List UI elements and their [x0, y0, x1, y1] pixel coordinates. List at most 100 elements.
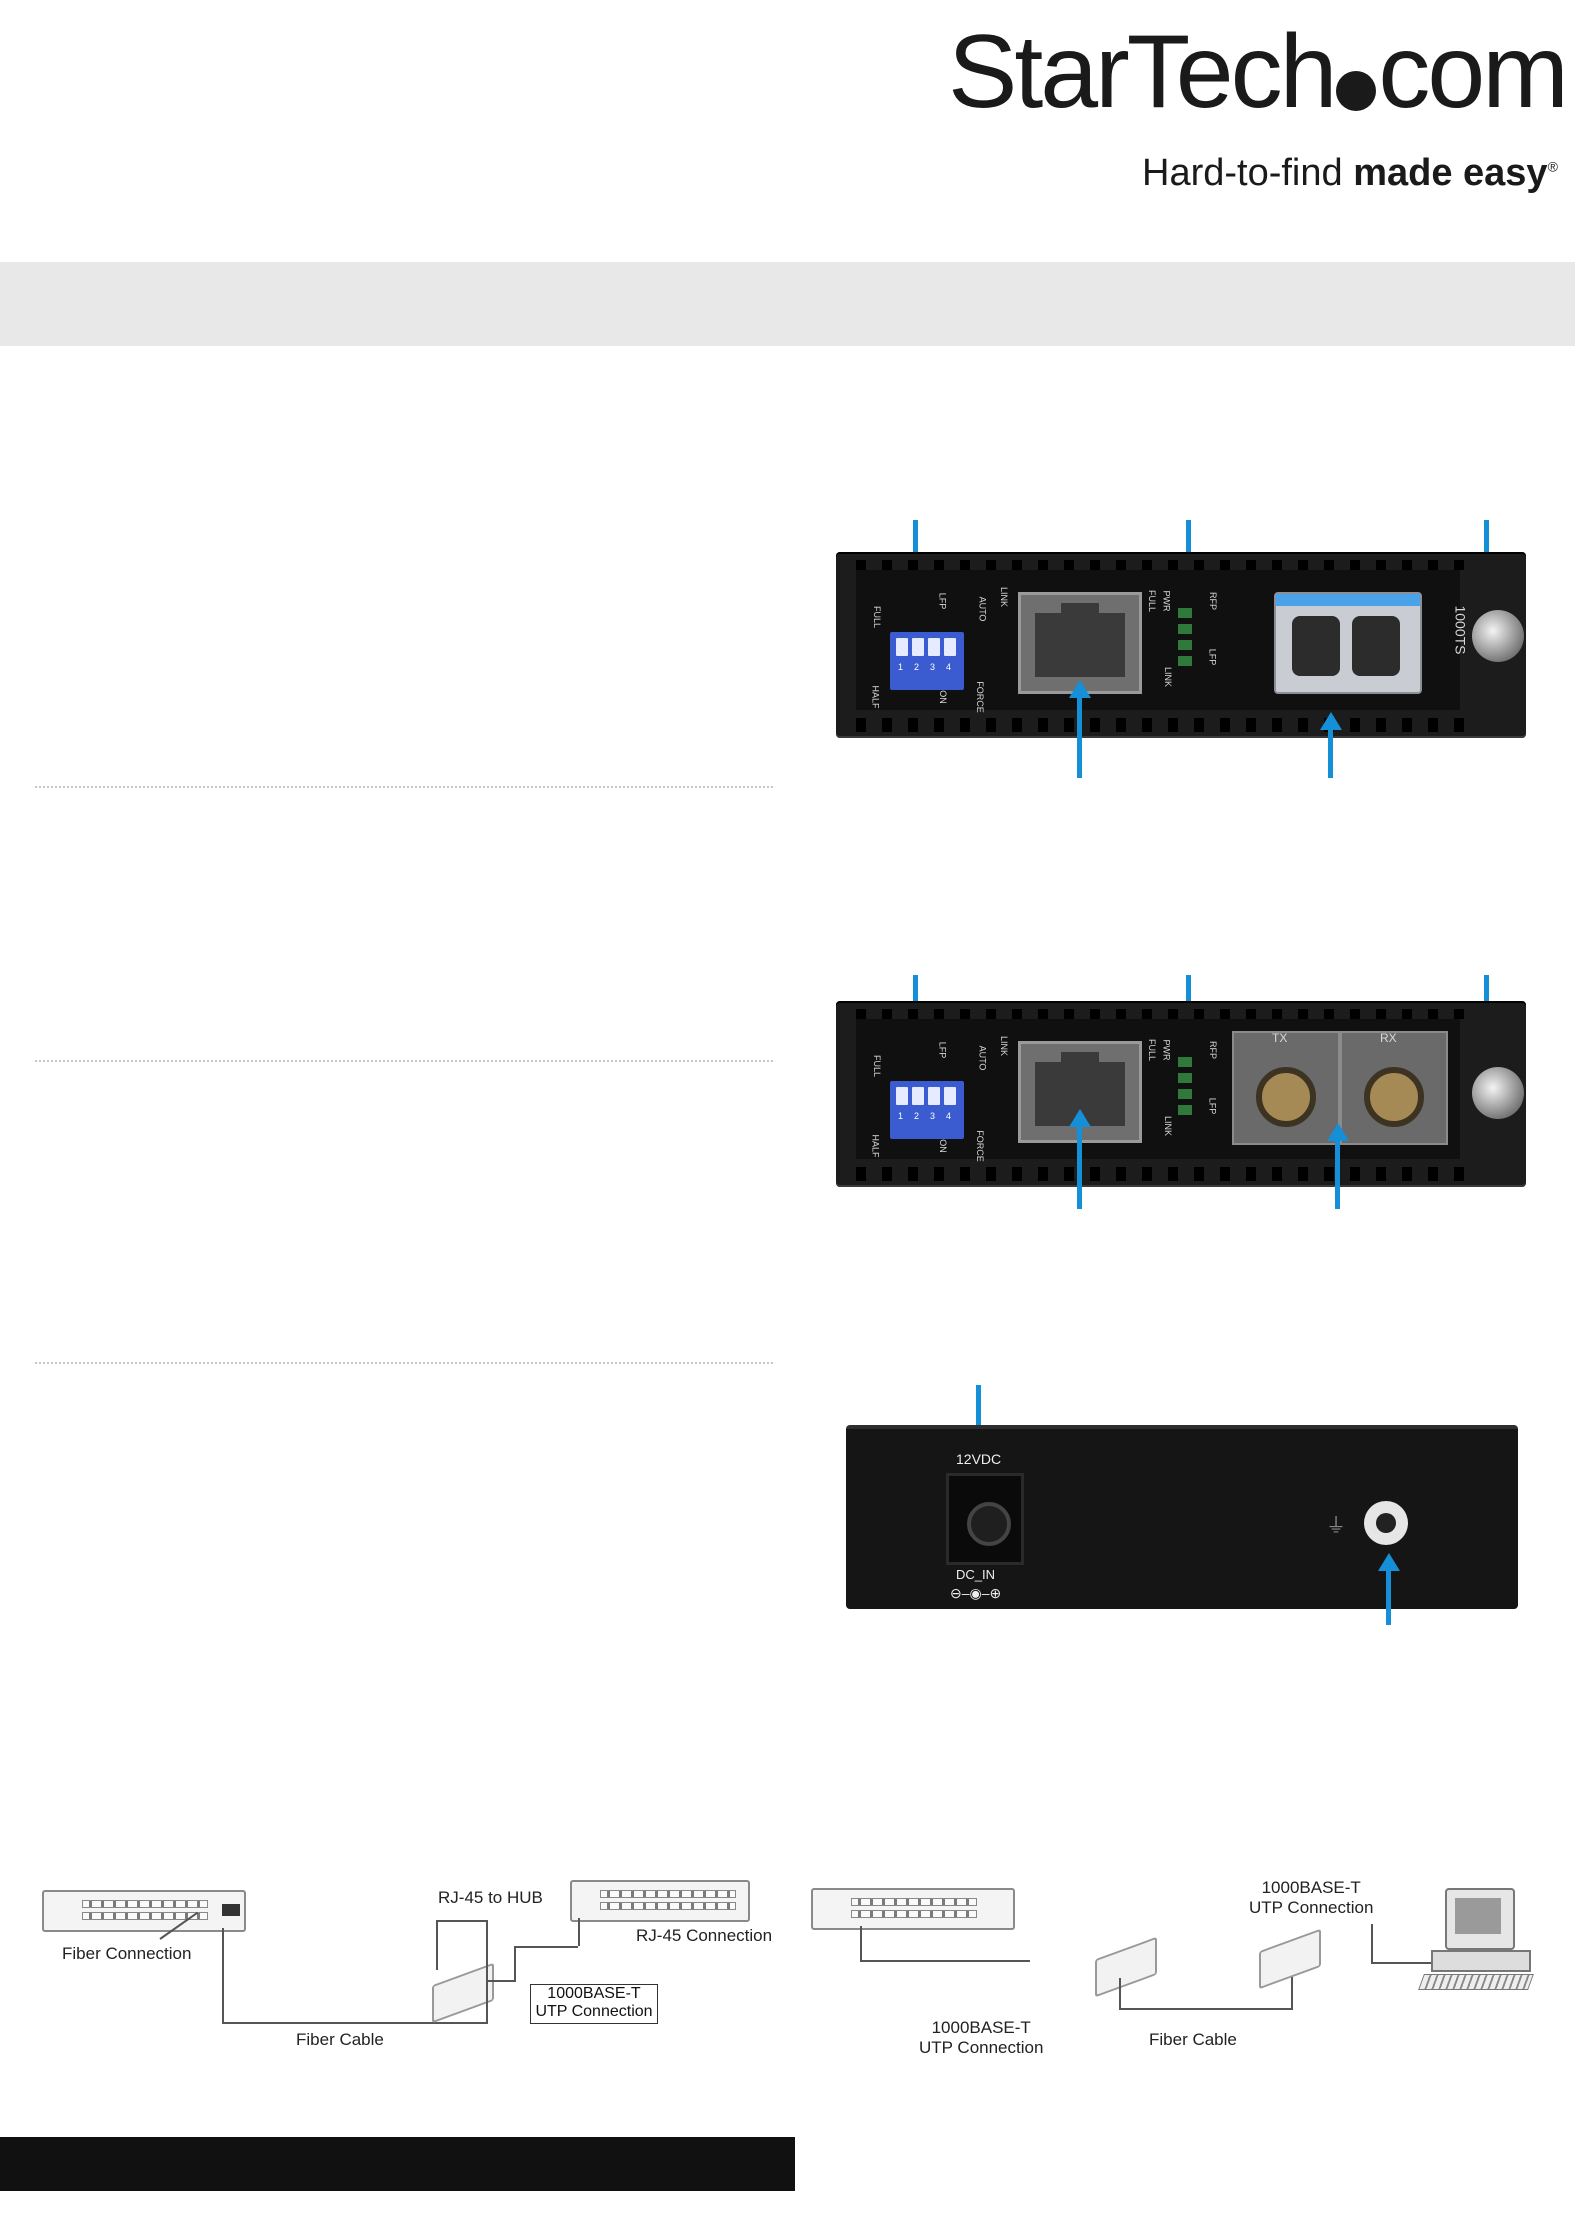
dip-num: 2 [914, 662, 920, 672]
callout-arrow [1186, 520, 1191, 562]
dip-num: 3 [930, 1111, 936, 1121]
led-indicator [1178, 1073, 1192, 1083]
callout-arrow [1386, 1569, 1391, 1625]
brand-tagline: Hard-to-find made easy® [1142, 152, 1558, 195]
callout-arrow [1077, 696, 1082, 778]
dc-jack-hole [967, 1502, 1011, 1546]
hub [570, 1880, 750, 1922]
dip-label-on: ON [937, 690, 948, 704]
ground-terminal-hole [1376, 1513, 1396, 1533]
utp-bottom-line-2: UTP Connection [919, 2038, 1044, 2057]
sc-ferrule [1364, 1067, 1424, 1127]
ground-icon: ⏚ [1326, 1515, 1346, 1537]
rj45-label-link: LINK [999, 586, 1010, 608]
utp-cable-line [1371, 1962, 1445, 1964]
led-label-lfp: LFP [1207, 648, 1218, 666]
logo-text-left: StarTech [948, 14, 1337, 130]
utp-cable-line [486, 1920, 488, 2024]
thumbscrew-icon [1472, 1067, 1524, 1119]
vent-notches [856, 1009, 1466, 1019]
section-divider [35, 1362, 773, 1364]
arrow-up-icon [1378, 1553, 1400, 1571]
fiber-cable-line [222, 1928, 224, 2024]
sfp-port-tx [1292, 616, 1340, 676]
sfp-module[interactable] [1274, 592, 1422, 694]
vent-notches [856, 560, 1466, 570]
rj45-port[interactable] [1018, 592, 1142, 694]
media-converter [1095, 1936, 1157, 1998]
dip-switch-toggle[interactable] [912, 638, 924, 656]
led-indicator [1178, 1089, 1192, 1099]
arrow-up-icon [1320, 712, 1342, 730]
label-rj45-connection: RJ-45 Connection [636, 1926, 773, 1945]
dip-switch-toggle[interactable] [928, 1087, 940, 1105]
port-row [851, 1910, 977, 1918]
dip-num: 4 [946, 1111, 952, 1121]
thumbscrew-icon [1472, 610, 1524, 662]
rj45-latch [1061, 603, 1099, 615]
rj45-latch [1061, 1052, 1099, 1064]
dip-switch-toggle[interactable] [896, 1087, 908, 1105]
dip-label-auto: AUTO [977, 1045, 988, 1071]
utp-cable-line [578, 1918, 580, 1946]
sfp-bale [1276, 594, 1420, 606]
dip-num: 3 [930, 662, 936, 672]
led-label-full: FULL [1147, 1038, 1158, 1062]
dip-num: 2 [914, 1111, 920, 1121]
dip-switch-toggle[interactable] [944, 1087, 956, 1105]
dip-switch-toggle[interactable] [944, 638, 956, 656]
fiber-cable-line [1119, 1978, 1121, 2010]
vent-notches [856, 718, 1466, 732]
callout-arrow [1186, 975, 1191, 1017]
utp-cable-line [860, 1926, 862, 1960]
dip-switch[interactable]: 1 2 3 4 [890, 632, 964, 690]
dip-switch-toggle[interactable] [896, 638, 908, 656]
sc-ferrule [1256, 1067, 1316, 1127]
keyboard-icon [1418, 1974, 1534, 1990]
sc-port-tx[interactable]: TX [1232, 1031, 1340, 1145]
polarity-icon: ⊖–◉–⊕ [950, 1585, 1002, 1601]
dip-label-full: FULL [872, 1054, 883, 1078]
port-row [82, 1900, 208, 1908]
port-row [82, 1912, 208, 1920]
dip-switch[interactable]: 1 2 3 4 [890, 1081, 964, 1139]
arrow-up-icon [1327, 1123, 1349, 1141]
led-label-rfp: RFP [1208, 592, 1218, 610]
dip-label-lfp: LFP [937, 1041, 948, 1059]
port-row [600, 1890, 736, 1898]
diagram-left: Fiber Connection Fiber Cable RJ-45 to HU… [30, 1880, 790, 2080]
chassis: FULL LFP AUTO 1 2 3 4 HALF ON FORCE LINK… [836, 552, 1526, 738]
sc-label-tx: TX [1272, 1031, 1288, 1045]
fiber-port [222, 1904, 240, 1916]
label-fiber-cable: Fiber Cable [1149, 2030, 1237, 2049]
diagram-right: 1000BASE-T UTP Connection Fiber Cable 10… [805, 1878, 1540, 2080]
dip-num: 1 [898, 1111, 904, 1121]
utp-cable-line [516, 1946, 578, 1948]
fiber-switch [42, 1890, 246, 1932]
utp-label-line-1: 1000BASE-T [547, 1985, 641, 2002]
led-label-rfp: RFP [1208, 1041, 1218, 1059]
dip-num: 1 [898, 662, 904, 672]
utp-label-line-2: UTP Connection [535, 2003, 653, 2020]
sc-label-rx: RX [1380, 1031, 1397, 1045]
led-indicator [1178, 1057, 1192, 1067]
utp-top-line-2: UTP Connection [1249, 1898, 1374, 1917]
ground-terminal[interactable] [1364, 1501, 1408, 1545]
label-utp-bottom: 1000BASE-T UTP Connection [919, 2018, 1043, 2058]
dip-label-full: FULL [872, 605, 883, 629]
device-front-sfp: FULL LFP AUTO 1 2 3 4 HALF ON FORCE LINK… [828, 520, 1530, 790]
led-label-pwr: PWR [1161, 1039, 1172, 1061]
led-indicator [1178, 656, 1192, 666]
utp-bottom-line-1: 1000BASE-T [931, 2018, 1031, 2037]
callout-arrow [1335, 1139, 1340, 1209]
dip-switch-toggle[interactable] [912, 1087, 924, 1105]
tagline-bold: made easy [1353, 152, 1548, 194]
fiber-cable-line [1291, 1976, 1293, 2010]
dip-switch-toggle[interactable] [928, 638, 940, 656]
tagline-regular: Hard-to-find [1142, 152, 1354, 194]
dip-label-force: FORCE [974, 681, 985, 713]
dc-jack[interactable] [946, 1473, 1024, 1565]
switch [811, 1888, 1015, 1930]
sc-port-rx[interactable]: RX [1340, 1031, 1448, 1145]
